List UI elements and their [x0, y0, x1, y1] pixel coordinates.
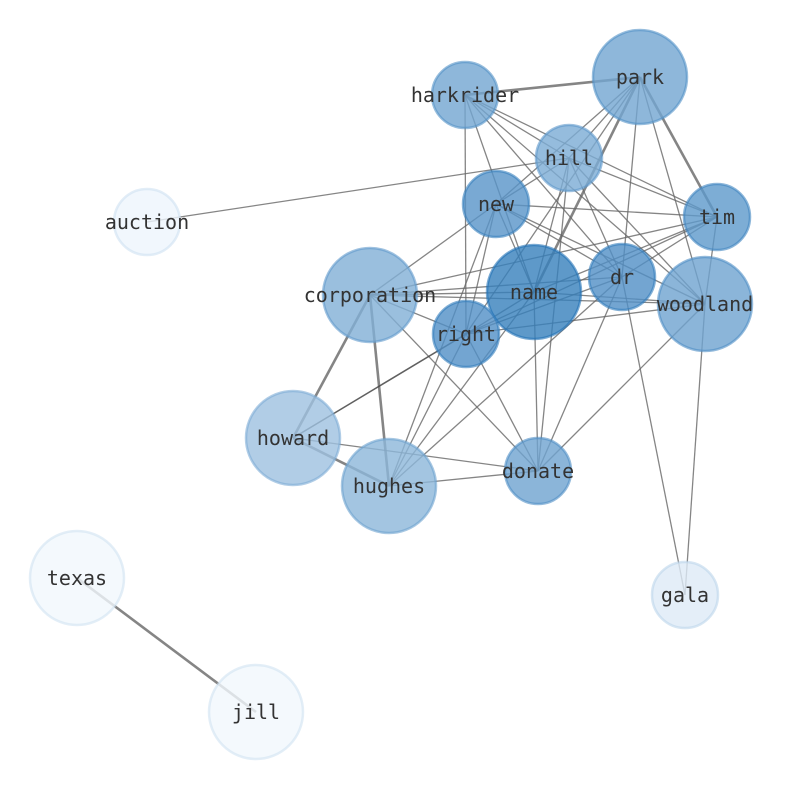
node-label: donate	[502, 459, 574, 483]
edge-new-tim	[495, 203, 718, 218]
node-label: hill	[545, 146, 593, 170]
node-label: texas	[47, 566, 107, 590]
node-harkrider: harkrider	[411, 60, 519, 130]
node-dr: dr	[587, 242, 657, 312]
node-auction: auction	[105, 187, 189, 257]
node-howard: howard	[244, 389, 342, 487]
node-corporation: corporation	[304, 246, 436, 344]
node-circle	[321, 246, 419, 344]
node-circle	[591, 28, 689, 126]
node-hughes: hughes	[340, 437, 438, 535]
node-label: dr	[610, 265, 634, 289]
node-label: name	[510, 280, 558, 304]
node-circle	[461, 169, 531, 239]
node-new: new	[461, 169, 531, 239]
node-circle	[587, 242, 657, 312]
edges-layer	[76, 75, 719, 714]
node-label: jill	[232, 700, 280, 724]
node-circle	[244, 389, 342, 487]
edge-harkrider-dr	[464, 94, 623, 278]
edge-woodland-gala	[684, 303, 706, 596]
node-label: hughes	[353, 474, 425, 498]
edge-hill-auction	[146, 157, 570, 223]
node-circle	[431, 299, 501, 369]
edge-dr-gala	[621, 276, 686, 596]
node-woodland: woodland	[656, 255, 754, 353]
edge-harkrider-woodland	[464, 94, 706, 305]
node-label: auction	[105, 210, 189, 234]
node-circle	[503, 436, 573, 506]
node-label: new	[478, 192, 515, 216]
node-circle	[28, 529, 126, 627]
nodes-layer: park harkrider hill auction new tim corporatio…	[28, 28, 754, 761]
node-jill: jill	[207, 663, 305, 761]
node-circle	[207, 663, 305, 761]
edge-dr-donate	[537, 276, 623, 472]
node-circle	[682, 182, 752, 252]
node-label: corporation	[304, 283, 436, 307]
node-circle	[650, 560, 720, 630]
node-name: name	[485, 243, 583, 341]
node-circle	[656, 255, 754, 353]
node-label: tim	[699, 205, 735, 229]
node-tim: tim	[682, 182, 752, 252]
node-circle	[485, 243, 583, 341]
node-label: woodland	[657, 292, 753, 316]
node-label: right	[436, 322, 496, 346]
edge-dr-hughes	[388, 276, 623, 487]
node-donate: donate	[502, 436, 574, 506]
node-label: gala	[661, 583, 709, 607]
node-texas: texas	[28, 529, 126, 627]
node-label: harkrider	[411, 83, 519, 107]
node-circle	[112, 187, 182, 257]
node-hill: hill	[534, 123, 604, 193]
node-park: park	[591, 28, 689, 126]
node-label: park	[616, 65, 664, 89]
node-label: howard	[257, 426, 329, 450]
node-gala: gala	[650, 560, 720, 630]
node-circle	[430, 60, 500, 130]
node-circle	[340, 437, 438, 535]
node-circle	[534, 123, 604, 193]
node-right: right	[431, 299, 501, 369]
